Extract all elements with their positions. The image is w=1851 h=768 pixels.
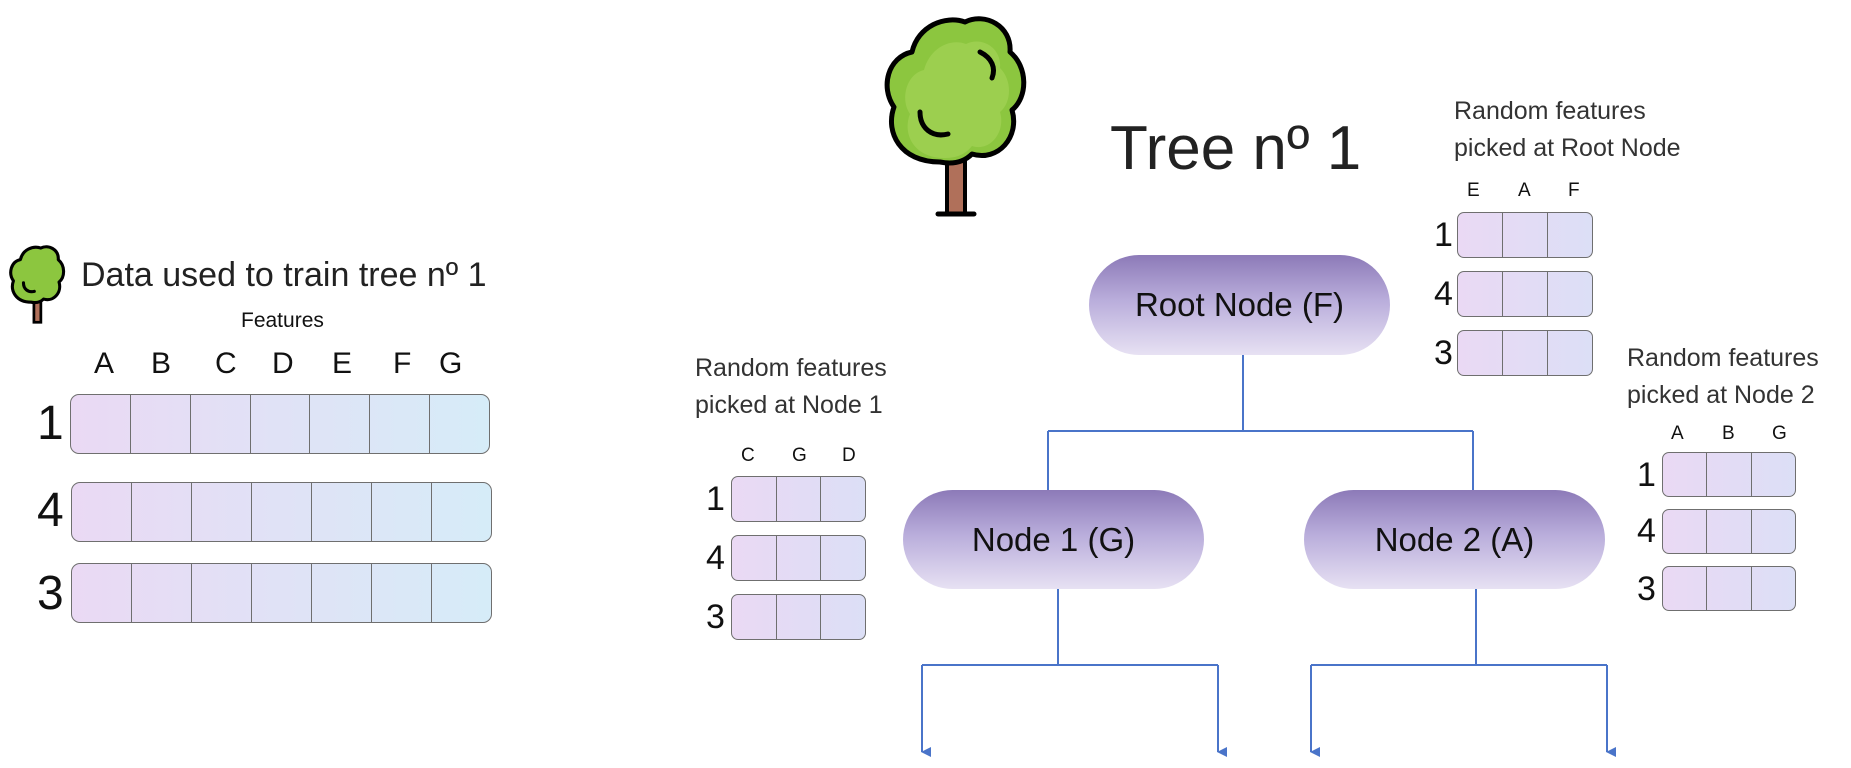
- root-col-f: F: [1568, 180, 1580, 201]
- node1-caption-line2: picked at Node 1: [695, 391, 883, 419]
- root-feature-row-1: [1457, 212, 1593, 258]
- root-col-a: A: [1518, 180, 1531, 201]
- column-header-e: E: [332, 347, 353, 380]
- root-caption-line1: Random features: [1454, 97, 1646, 125]
- column-header-f: F: [393, 347, 412, 380]
- root-row-label-3: 3: [1434, 334, 1453, 372]
- row-label-4: 4: [37, 484, 64, 537]
- small-tree-icon: [9, 245, 66, 324]
- node2-features-caption: Random features picked at Node 2: [1627, 340, 1819, 414]
- root-row-label-1: 1: [1434, 216, 1453, 254]
- node2-feature-row-4: [1662, 509, 1796, 554]
- column-header-d: D: [272, 347, 294, 380]
- node2-col-g: G: [1772, 423, 1787, 444]
- node1-caption-line1: Random features: [695, 354, 887, 382]
- root-features-caption: Random features picked at Root Node: [1454, 93, 1681, 167]
- node1-feature-row-1: [731, 476, 866, 522]
- root-feature-row-3: [1457, 330, 1593, 376]
- node2-row-label-4: 4: [1637, 512, 1656, 550]
- root-col-e: E: [1467, 180, 1480, 201]
- node-1: Node 1 (G): [903, 490, 1204, 589]
- node1-col-c: C: [741, 445, 755, 466]
- node1-col-d: D: [842, 445, 856, 466]
- row-label-1: 1: [37, 397, 64, 450]
- node2-caption-line1: Random features: [1627, 344, 1819, 372]
- data-row-3: [71, 563, 492, 623]
- node2-feature-row-1: [1662, 452, 1796, 497]
- row-label-3: 3: [37, 567, 64, 620]
- page-title: Tree nº 1: [1110, 114, 1362, 183]
- node2-feature-row-3: [1662, 566, 1796, 611]
- node1-col-g: G: [792, 445, 807, 466]
- node1-features-caption: Random features picked at Node 1: [695, 350, 887, 424]
- root-feature-row-4: [1457, 271, 1593, 317]
- node2-caption-line2: picked at Node 2: [1627, 381, 1815, 409]
- node2-col-b: B: [1722, 423, 1735, 444]
- data-table-heading: Data used to train tree nº 1: [81, 256, 487, 294]
- node1-row-label-4: 4: [706, 539, 725, 577]
- node2-row-label-3: 3: [1637, 570, 1656, 608]
- column-header-c: C: [215, 347, 237, 380]
- tree-icon: [884, 16, 1027, 217]
- node1-feature-row-4: [731, 535, 866, 581]
- data-row-1: [70, 394, 490, 454]
- node2-col-a: A: [1671, 423, 1684, 444]
- node1-row-label-3: 3: [706, 598, 725, 636]
- features-label: Features: [241, 309, 324, 332]
- root-node: Root Node (F): [1089, 255, 1390, 355]
- node2-row-label-1: 1: [1637, 456, 1656, 494]
- data-row-4: [71, 482, 492, 542]
- node1-feature-row-3: [731, 594, 866, 640]
- column-header-b: B: [151, 347, 172, 380]
- node-2: Node 2 (A): [1304, 490, 1605, 589]
- root-caption-line2: picked at Root Node: [1454, 134, 1681, 162]
- column-header-g: G: [439, 347, 463, 380]
- root-row-label-4: 4: [1434, 275, 1453, 313]
- column-header-a: A: [94, 347, 115, 380]
- node1-row-label-1: 1: [706, 480, 725, 518]
